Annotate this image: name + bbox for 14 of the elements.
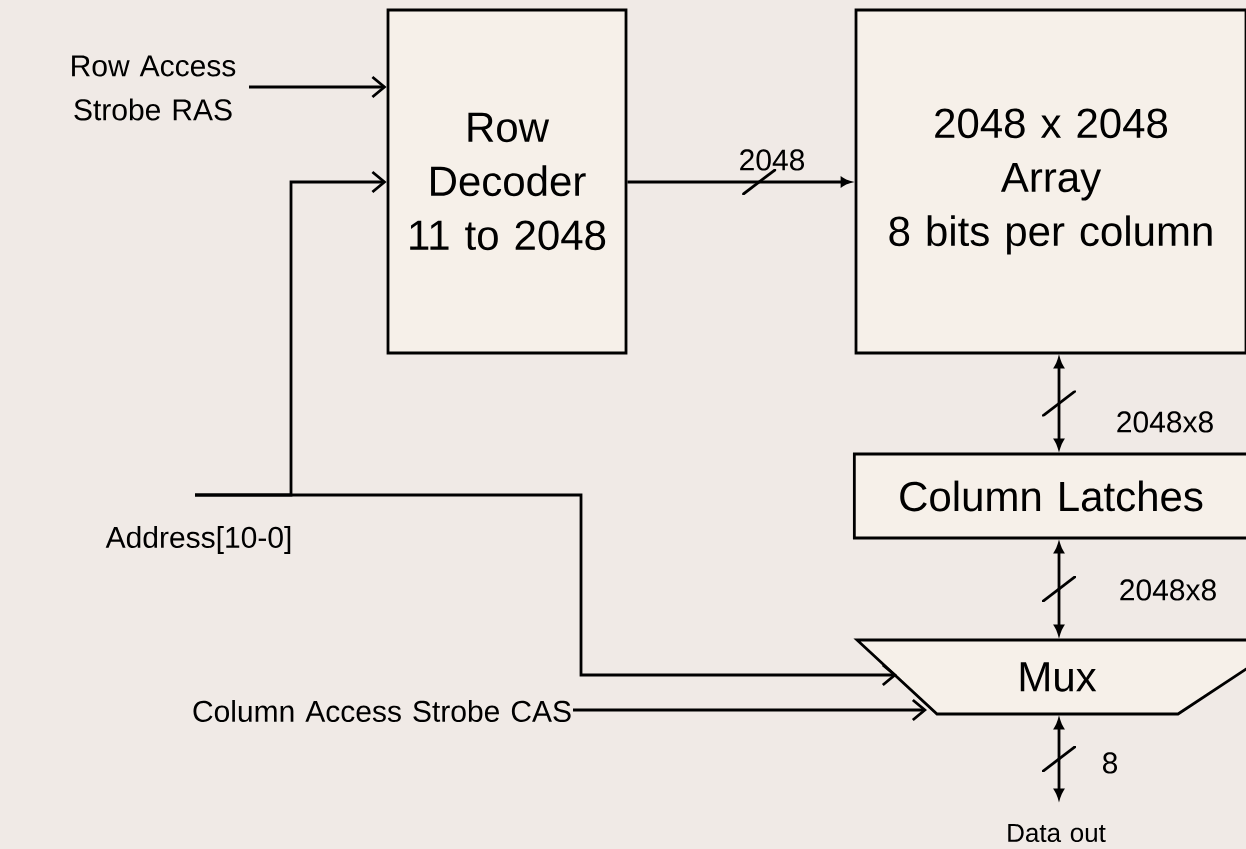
signal-arrow [249,75,387,99]
edge-label: 2048x8 [1117,411,1213,433]
signal-arrow [195,493,897,687]
latch-box: Column Latches [852,452,1246,540]
edge-label: 2048x8 [1120,579,1216,601]
signal-label: Address[10-0] [105,526,291,554]
edge-label: 2048 [740,149,805,171]
output-label: Data out [1008,823,1106,843]
signal-arrow [573,698,927,722]
signal-label: Row Access Strobe RAS [72,55,236,121]
signal-label: Column Access Strobe CAS [193,700,571,722]
array-box: 2048 x 2048 Array 8 bits per column [854,8,1246,355]
edge-label: 8 [1103,752,1118,774]
decoder-box: Row Decoder 11 to 2048 [386,8,628,355]
